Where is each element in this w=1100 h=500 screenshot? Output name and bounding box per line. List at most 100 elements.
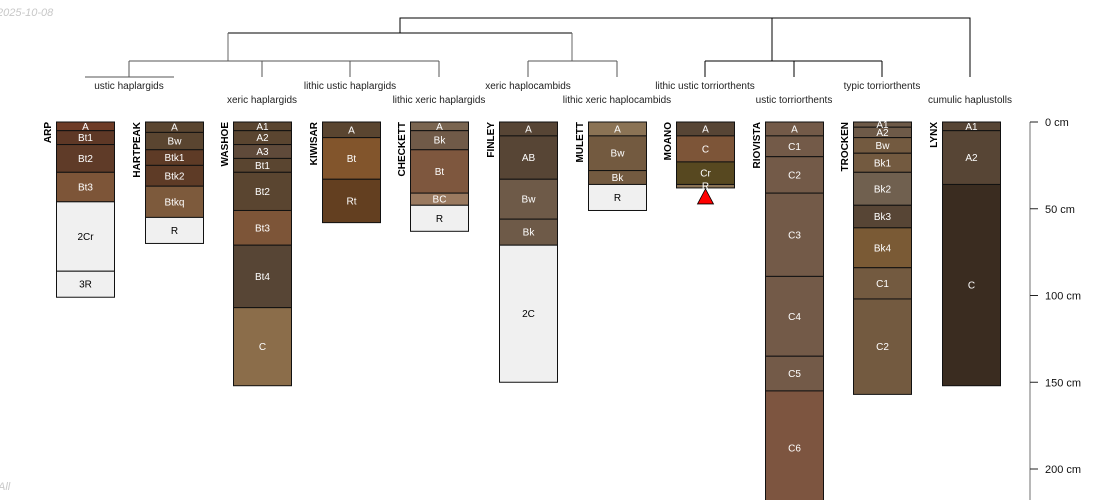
horizon-label: A bbox=[82, 122, 89, 133]
soil-profile[interactable] bbox=[145, 121, 204, 244]
horizon-label: AB bbox=[522, 153, 536, 164]
horizon[interactable] bbox=[765, 355, 824, 392]
date-stamp: 2025-10-08 bbox=[0, 7, 54, 19]
horizon-label: A1 bbox=[876, 120, 889, 131]
profiles bbox=[56, 121, 1001, 500]
horizon-label: Bt4 bbox=[255, 272, 270, 283]
profile-name: CHECKETT bbox=[397, 122, 408, 176]
horizon[interactable] bbox=[588, 183, 647, 211]
horizon[interactable] bbox=[233, 171, 292, 211]
horizon[interactable] bbox=[853, 267, 912, 300]
taxon-label: lithic xeric haplocambids bbox=[563, 95, 671, 106]
horizon-label: A2 bbox=[876, 128, 889, 139]
profile-name: KIWISAR bbox=[309, 121, 320, 165]
horizon-label: C bbox=[968, 281, 975, 292]
taxon-label: lithic xeric haplargids bbox=[393, 95, 486, 106]
horizon-label: Btk1 bbox=[164, 153, 184, 164]
horizon-label: Bk bbox=[612, 173, 625, 184]
horizon[interactable] bbox=[499, 218, 558, 246]
axis-tick-label: 50 cm bbox=[1045, 204, 1075, 216]
truncation-triangle-icon bbox=[696, 188, 715, 205]
horizon[interactable] bbox=[765, 156, 824, 194]
horizon[interactable] bbox=[676, 135, 735, 163]
soil-profile[interactable] bbox=[588, 121, 647, 211]
soil-profile[interactable] bbox=[56, 121, 115, 298]
horizon-label: Bk bbox=[434, 136, 447, 147]
dendrogram-branch bbox=[527, 60, 618, 77]
taxon-label: cumulic haplustolls bbox=[928, 95, 1012, 106]
soil-profile[interactable] bbox=[322, 121, 381, 224]
profile-name: WASHOE bbox=[220, 122, 231, 167]
soil-profile[interactable] bbox=[676, 121, 735, 189]
profile-name: RIOVISTA bbox=[752, 122, 763, 168]
truncation-markers bbox=[696, 188, 715, 205]
taxon-label: xeric haplargids bbox=[227, 95, 297, 106]
dendrogram-branch bbox=[704, 18, 883, 77]
horizon[interactable] bbox=[942, 130, 1001, 185]
horizon[interactable] bbox=[410, 204, 469, 232]
profile-name: HARTPEAK bbox=[132, 121, 143, 177]
horizon-label: Bt3 bbox=[255, 223, 270, 234]
horizon-label: 3R bbox=[79, 280, 92, 291]
taxon-label: typic torriorthents bbox=[844, 81, 921, 92]
soil-profile[interactable] bbox=[942, 121, 1001, 387]
horizon-label: A bbox=[171, 123, 178, 134]
profile-name: MOANO bbox=[663, 122, 674, 161]
horizon[interactable] bbox=[765, 390, 824, 500]
horizon[interactable] bbox=[676, 183, 735, 189]
horizon[interactable] bbox=[499, 178, 558, 220]
horizon-label: A bbox=[791, 124, 798, 135]
dendrogram-branch bbox=[227, 33, 573, 61]
horizon-label: Bw bbox=[876, 141, 891, 152]
horizon-label: C1 bbox=[788, 142, 801, 153]
horizon-label: Rt bbox=[347, 196, 357, 207]
horizon-label: Btkq bbox=[164, 197, 184, 208]
horizon-label: Bw bbox=[168, 137, 183, 148]
soil-profile[interactable] bbox=[853, 121, 912, 395]
horizon[interactable] bbox=[853, 298, 912, 395]
soil-profile[interactable] bbox=[765, 121, 824, 500]
horizon[interactable] bbox=[588, 135, 647, 172]
horizon[interactable] bbox=[322, 178, 381, 224]
horizon-label: Bt3 bbox=[78, 183, 93, 194]
horizon-label: C6 bbox=[788, 443, 801, 454]
horizon-label: Cr bbox=[700, 169, 711, 180]
horizon[interactable] bbox=[322, 137, 381, 180]
profile-name: ARP bbox=[43, 122, 54, 143]
horizon[interactable] bbox=[56, 270, 115, 298]
dendrogram bbox=[85, 17, 971, 78]
axis-tick-label: 200 cm bbox=[1045, 464, 1081, 476]
horizon[interactable] bbox=[56, 201, 115, 272]
soil-profile[interactable] bbox=[233, 121, 292, 387]
horizon[interactable] bbox=[499, 244, 558, 383]
horizon-label: A bbox=[702, 124, 709, 135]
horizon-label: 2C bbox=[522, 309, 535, 320]
horizon[interactable] bbox=[145, 216, 204, 244]
horizon[interactable] bbox=[233, 307, 292, 387]
soil-profile[interactable] bbox=[410, 121, 469, 232]
horizon-label: Bt1 bbox=[78, 133, 93, 144]
horizon-label: C2 bbox=[876, 342, 889, 353]
profile-name: MULETT bbox=[575, 122, 586, 163]
horizon-label: R bbox=[436, 214, 443, 225]
horizon[interactable] bbox=[145, 185, 204, 218]
soil-profile[interactable] bbox=[499, 121, 558, 383]
horizon[interactable] bbox=[233, 244, 292, 309]
horizon-label: A bbox=[614, 124, 621, 135]
group-label: All bbox=[0, 481, 11, 493]
horizon-label: Bt bbox=[435, 167, 445, 178]
horizon-label: A1 bbox=[256, 122, 269, 133]
horizon[interactable] bbox=[942, 183, 1001, 387]
horizon-label: Bk3 bbox=[874, 212, 892, 223]
horizon[interactable] bbox=[765, 192, 824, 277]
horizon-label: Bt2 bbox=[78, 154, 93, 165]
horizon-label: Bk2 bbox=[874, 184, 892, 195]
horizon-label: C bbox=[702, 144, 709, 155]
horizon-label: Bk4 bbox=[874, 243, 892, 254]
horizon[interactable] bbox=[233, 209, 292, 246]
